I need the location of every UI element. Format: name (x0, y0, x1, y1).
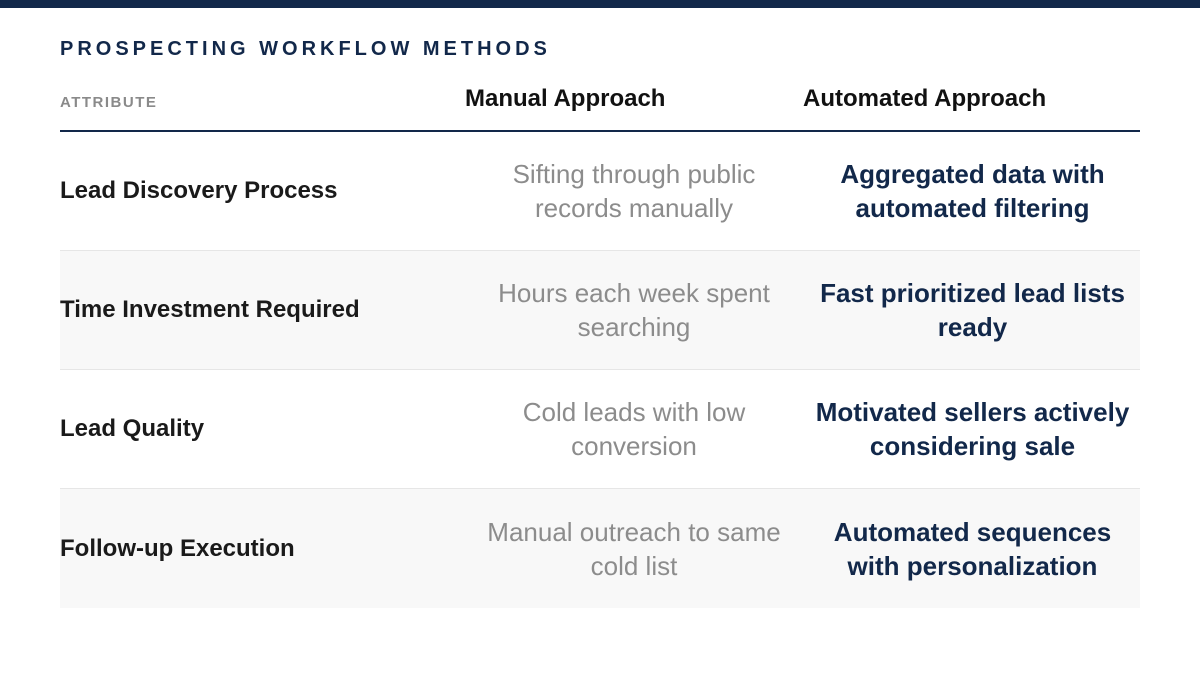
table-row: Lead Discovery Process Sifting through p… (60, 132, 1140, 251)
table-row: Follow-up Execution Manual outreach to s… (60, 489, 1140, 608)
top-accent-bar (0, 0, 1200, 8)
row-manual-value: Cold leads with low conversion (522, 397, 746, 461)
column-header-attribute: ATTRIBUTE (60, 94, 158, 111)
row-automated-value: Automated sequences with personalization (833, 516, 1112, 581)
row-manual-value: Hours each week spent searching (498, 278, 770, 342)
page-title: PROSPECTING WORKFLOW METHODS (60, 38, 551, 60)
table-row: Time Investment Required Hours each week… (60, 251, 1140, 370)
row-attribute-label: Follow-up Execution (60, 534, 295, 562)
row-attribute-label: Time Investment Required (60, 296, 360, 323)
table-row: Lead Quality Cold leads with low convers… (60, 370, 1140, 489)
row-automated-value: Aggregated data with automated filtering (840, 159, 1105, 223)
column-header-automated: Automated Approach (803, 85, 1047, 112)
column-header-manual: Manual Approach (465, 85, 666, 112)
row-automated-value: Motivated sellers actively considering s… (815, 397, 1130, 461)
table-header-row: ATTRIBUTE Manual Approach Automated Appr… (60, 80, 1140, 132)
comparison-table: ATTRIBUTE Manual Approach Automated Appr… (60, 80, 1140, 608)
row-manual-value: Manual outreach to same cold list (487, 516, 781, 581)
row-attribute-label: Lead Quality (60, 415, 205, 442)
row-manual-value: Sifting through public records manually (512, 159, 756, 223)
row-attribute-label: Lead Discovery Process (60, 177, 338, 204)
row-automated-value: Fast prioritized lead lists ready (820, 278, 1125, 342)
